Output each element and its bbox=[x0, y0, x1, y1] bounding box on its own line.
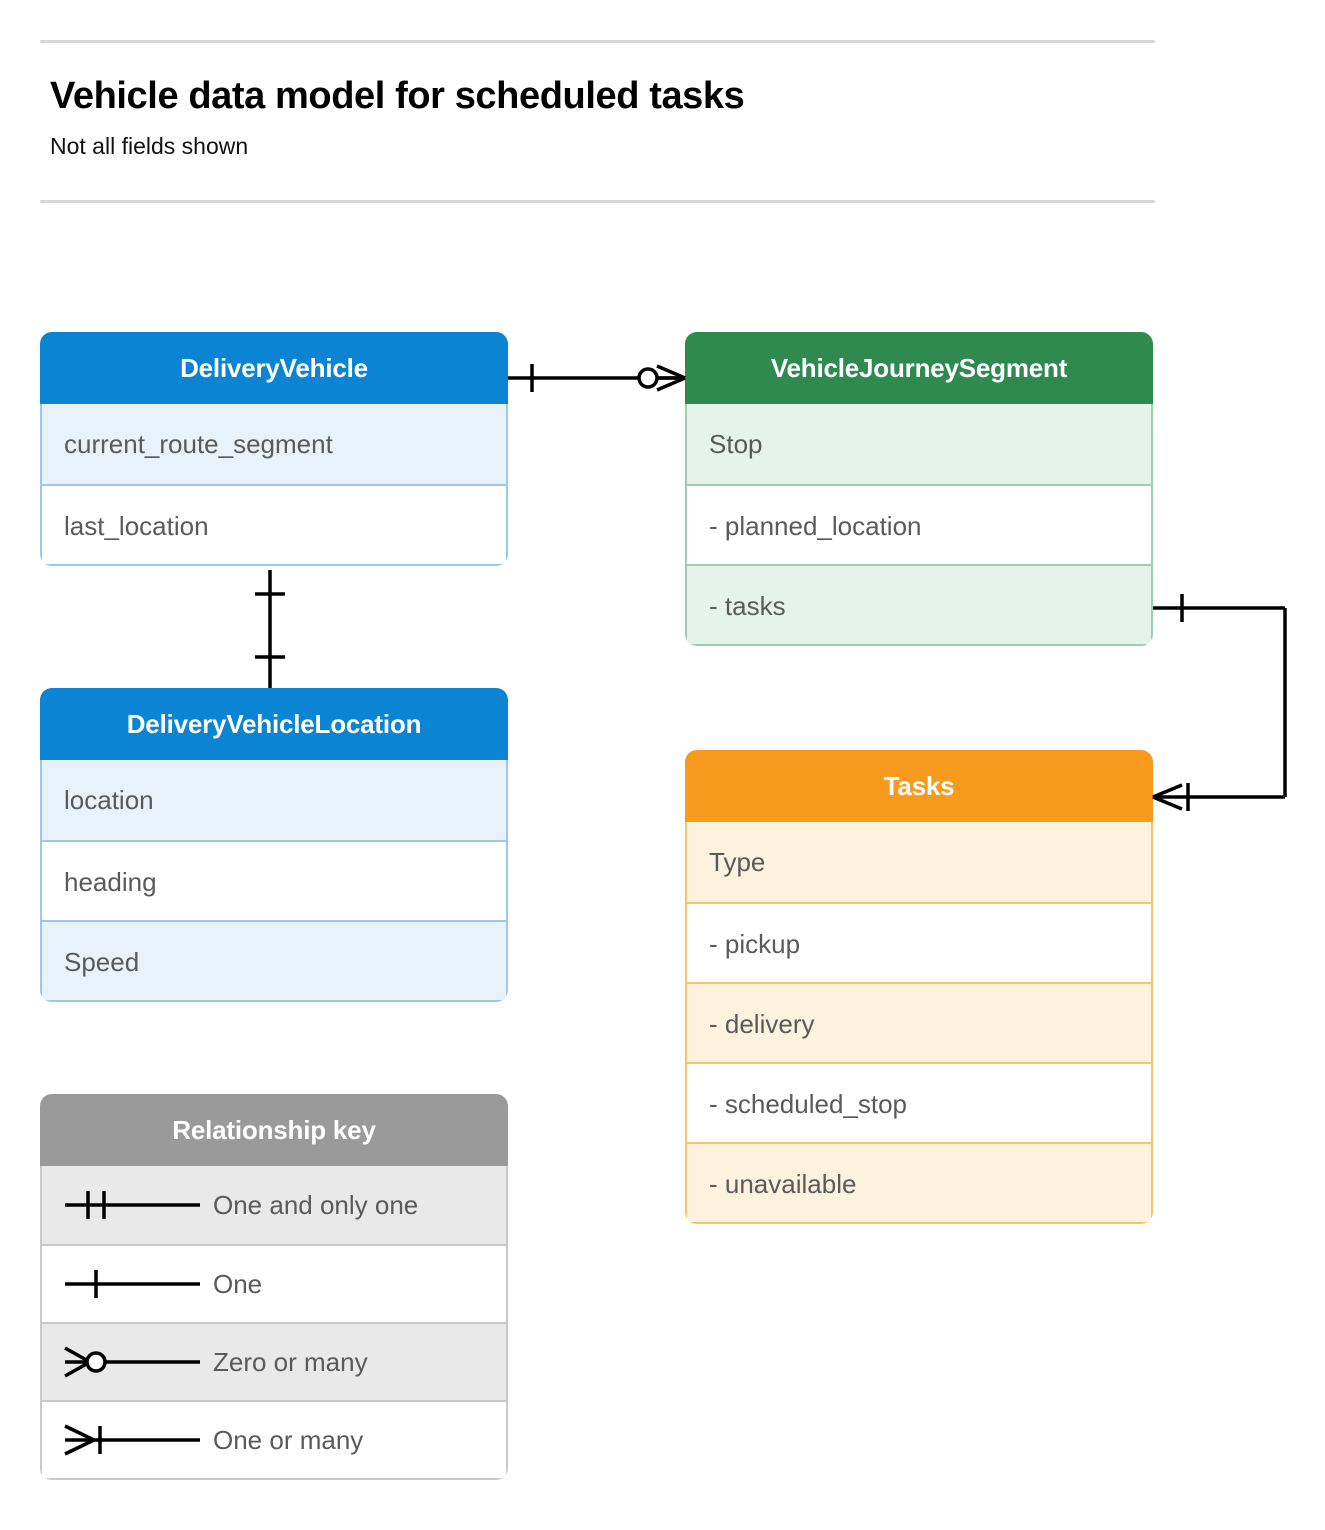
entity-delivery-vehicle-location[interactable]: DeliveryVehicleLocation location heading… bbox=[40, 688, 508, 1002]
legend-item: One or many bbox=[42, 1400, 506, 1478]
field-row: - planned_location bbox=[687, 484, 1151, 564]
field-row: heading bbox=[42, 840, 506, 920]
entity-rows-delivery-vehicle: current_route_segment last_location bbox=[40, 404, 508, 566]
field-row: - scheduled_stop bbox=[687, 1062, 1151, 1142]
field-row: last_location bbox=[42, 484, 506, 564]
field-row: Speed bbox=[42, 920, 506, 1000]
field-row: location bbox=[42, 760, 506, 840]
legend-item: Zero or many bbox=[42, 1322, 506, 1400]
header-divider-top bbox=[40, 40, 1155, 43]
field-row: Stop bbox=[687, 404, 1151, 484]
one-or-many-icon bbox=[64, 1424, 200, 1456]
legend-item-label: One and only one bbox=[213, 1190, 419, 1220]
zero-or-many-icon bbox=[64, 1346, 200, 1378]
legend-item-label: One bbox=[213, 1269, 263, 1299]
entity-vehicle-journey-segment[interactable]: VehicleJourneySegment Stop - planned_loc… bbox=[685, 332, 1153, 646]
field-row: - unavailable bbox=[687, 1142, 1151, 1222]
field-row: - tasks bbox=[687, 564, 1151, 644]
entity-rows-tasks: Type - pickup - delivery - scheduled_sto… bbox=[685, 822, 1153, 1224]
relationship-journeysegment-to-tasks bbox=[1152, 594, 1287, 811]
legend-item: One bbox=[42, 1244, 506, 1322]
legend-relationship-key[interactable]: Relationship key One and only one One bbox=[40, 1094, 508, 1480]
page-title: Vehicle data model for scheduled tasks bbox=[50, 75, 745, 117]
entity-tasks[interactable]: Tasks Type - pickup - delivery - schedul… bbox=[685, 750, 1153, 1224]
entity-rows-delivery-vehicle-location: location heading Speed bbox=[40, 760, 508, 1002]
legend-item-label: One or many bbox=[213, 1425, 364, 1455]
entity-header-delivery-vehicle: DeliveryVehicle bbox=[40, 332, 508, 404]
entity-header-delivery-vehicle-location: DeliveryVehicleLocation bbox=[40, 688, 508, 760]
field-row: - pickup bbox=[687, 902, 1151, 982]
entity-delivery-vehicle[interactable]: DeliveryVehicle current_route_segment la… bbox=[40, 332, 508, 566]
legend-item: One and only one bbox=[42, 1166, 506, 1244]
header-divider-bottom bbox=[40, 200, 1155, 203]
legend-title: Relationship key bbox=[40, 1094, 508, 1166]
field-row: - delivery bbox=[687, 982, 1151, 1062]
entity-header-tasks: Tasks bbox=[685, 750, 1153, 822]
field-row: Type bbox=[687, 822, 1151, 902]
relationship-vehicle-to-journeysegment bbox=[508, 364, 686, 392]
field-row: current_route_segment bbox=[42, 404, 506, 484]
entity-rows-vehicle-journey-segment: Stop - planned_location - tasks bbox=[685, 404, 1153, 646]
legend-rows: One and only one One Zero or many bbox=[40, 1166, 508, 1480]
one-and-only-one-icon bbox=[65, 1191, 200, 1219]
legend-item-label: Zero or many bbox=[213, 1347, 368, 1377]
entity-header-vehicle-journey-segment: VehicleJourneySegment bbox=[685, 332, 1153, 404]
relationship-vehicle-to-vehiclelocation bbox=[255, 570, 285, 688]
one-icon bbox=[65, 1270, 200, 1298]
page-subtitle: Not all fields shown bbox=[50, 133, 249, 159]
